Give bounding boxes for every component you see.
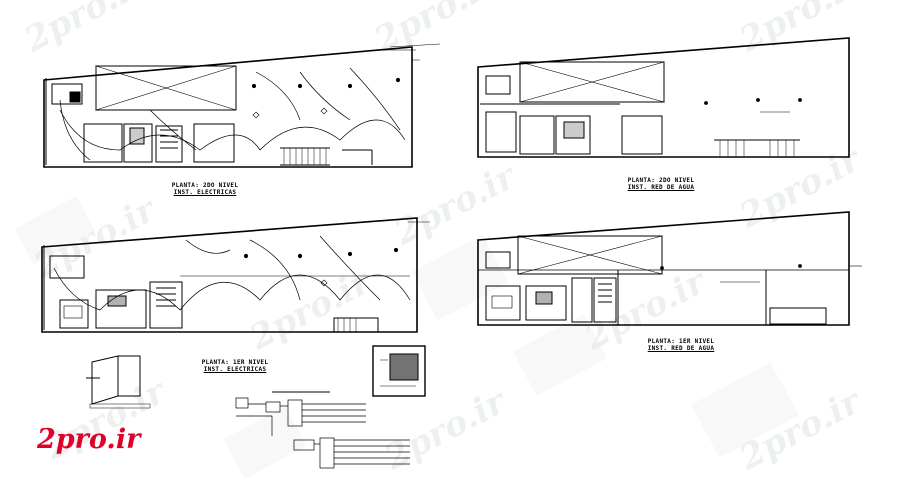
plan-subtitle: INST. ELECTRICAS — [203, 366, 267, 373]
plan-label-2do-electricas: PLANTA: 2DO NIVEL INST. ELECTRICAS — [150, 182, 260, 196]
plan-title: PLANTA: 1ER NIVEL — [647, 338, 715, 345]
floor-plan-2do-agua — [477, 37, 850, 158]
plan-title: PLANTA: 1ER NIVEL — [201, 359, 269, 366]
plan-subtitle: INST. RED DE AGUA — [647, 345, 715, 352]
detail-box-left — [86, 355, 151, 409]
site-logo: 2pro.ir — [37, 424, 141, 455]
plan-label-1er-agua: PLANTA: 1ER NIVEL INST. RED DE AGUA — [626, 338, 736, 352]
electrical-schematic — [235, 391, 410, 469]
plan-subtitle: INST. ELECTRICAS — [173, 189, 237, 196]
plan-title: PLANTA: 2DO NIVEL — [627, 177, 695, 184]
plan-label-2do-agua: PLANTA: 2DO NIVEL INST. RED DE AGUA — [606, 177, 716, 191]
plan-subtitle: INST. RED DE AGUA — [627, 184, 695, 191]
plan-label-1er-electricas: PLANTA: 1ER NIVEL INST. ELECTRICAS — [180, 359, 290, 373]
floor-plan-1er-electricas — [41, 217, 430, 333]
plan-title: PLANTA: 2DO NIVEL — [171, 182, 239, 189]
detail-panel-right — [372, 345, 426, 397]
floor-plan-1er-agua — [477, 211, 862, 326]
floor-plan-2do-electricas — [43, 43, 441, 168]
